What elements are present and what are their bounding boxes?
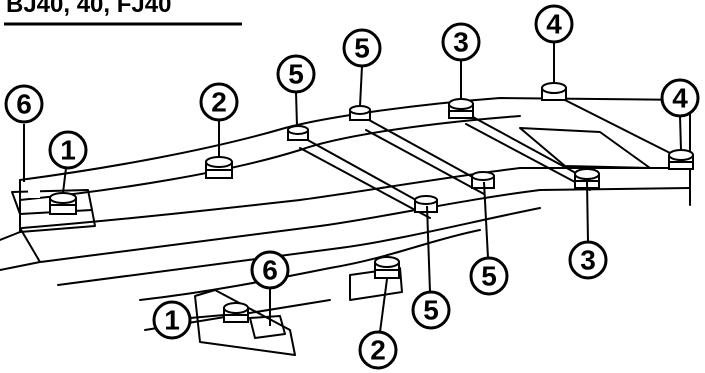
callout-label: 4 (672, 83, 688, 114)
callout-label: 2 (211, 87, 227, 118)
callout-label: 5 (354, 33, 370, 64)
mount-cross-c (414, 195, 438, 213)
callout-5-d: 5 (469, 256, 509, 296)
callout-4-top: 4 (534, 4, 574, 44)
mount-cross-d (471, 171, 495, 189)
frame-drawing (0, 94, 691, 356)
model-header: BJ40, 40, FJ40 (4, 0, 242, 26)
callout-label: 6 (262, 255, 278, 286)
callouts: 6 1 2 5 5 3 4 4 (4, 4, 700, 370)
callout-2-top: 2 (199, 82, 239, 122)
callout-label: 5 (288, 59, 304, 90)
callout-label: 3 (580, 245, 596, 276)
model-header-text: BJ40, 40, FJ40 (6, 0, 171, 18)
callout-2-bottom: 2 (358, 330, 398, 370)
mounts (49, 82, 694, 323)
mount-rear-3-top (448, 98, 474, 119)
callout-5-b: 5 (342, 28, 382, 68)
callout-3-top: 3 (441, 22, 481, 62)
mount-cross-b (349, 105, 371, 121)
mount-rear-4-top (541, 82, 567, 101)
callout-5-a: 5 (276, 54, 316, 94)
mount-cross-a (287, 125, 309, 141)
callout-label: 1 (60, 135, 76, 166)
leader-lines (23, 42, 682, 333)
callout-1-bottom: 1 (152, 300, 192, 340)
mount-lower-1 (223, 302, 249, 323)
callout-label: 2 (370, 335, 386, 366)
callout-label: 1 (164, 305, 180, 336)
mount-left-rear (205, 156, 233, 179)
mount-front-left (49, 192, 77, 215)
callout-4-right: 4 (660, 78, 700, 118)
callout-label: 4 (546, 9, 562, 40)
callout-5-c: 5 (411, 290, 451, 330)
callout-6-bottom: 6 (250, 250, 290, 290)
mount-rear-4-right (668, 149, 694, 170)
callout-label: 6 (16, 89, 32, 120)
callout-label: 5 (481, 261, 497, 292)
callout-6-left: 6 (4, 84, 44, 124)
callout-3-bottom: 3 (568, 240, 608, 280)
callout-label: 3 (453, 27, 469, 58)
callout-label: 5 (423, 295, 439, 326)
callout-1-left: 1 (48, 130, 88, 170)
mount-lower-2 (374, 256, 400, 279)
